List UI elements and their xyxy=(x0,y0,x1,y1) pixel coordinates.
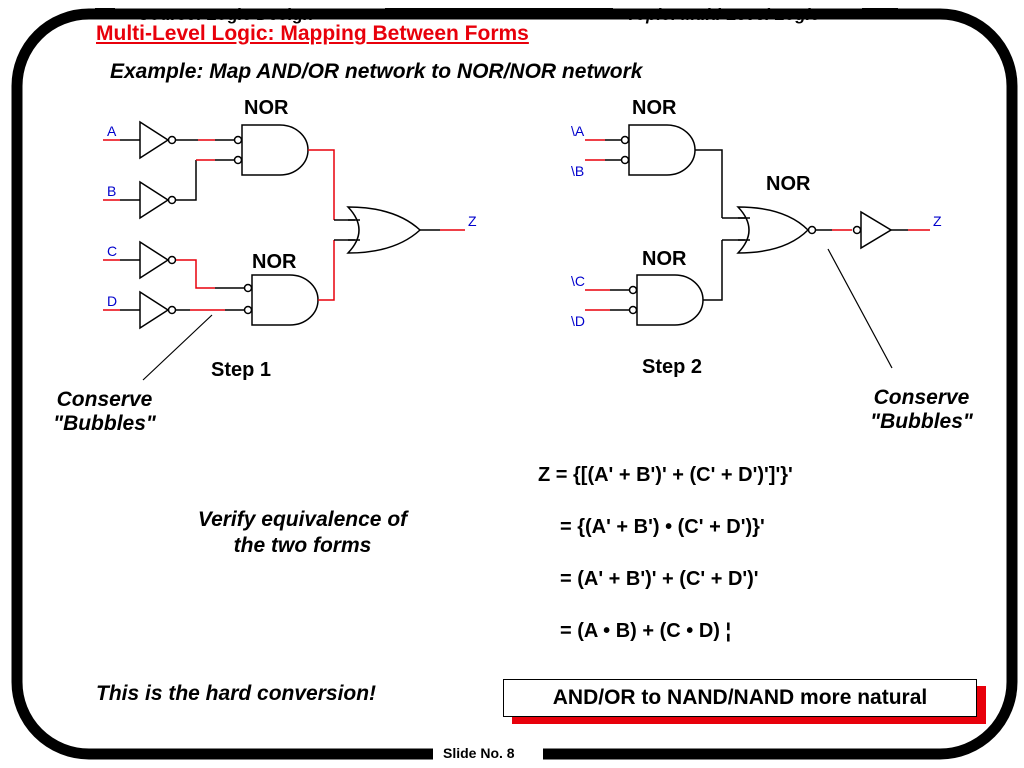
conserve-right-line1: Conserve xyxy=(873,386,970,409)
step1-input-d: D xyxy=(107,293,118,309)
step1-gate-bottom-label: NOR xyxy=(252,251,297,273)
equation-line-3: = (A' + B')' + (C' + D')' xyxy=(560,568,759,590)
step1-label: Step 1 xyxy=(211,359,272,381)
inverter-a xyxy=(103,120,177,160)
and-gate-bottom xyxy=(243,274,319,326)
pointer-line-left xyxy=(142,314,213,381)
conserve-bubbles-right: Conserve "Bubbles" xyxy=(854,386,989,434)
equation-line-1: Z = {[(A' + B')' + (C' + D')']'}' xyxy=(538,464,793,486)
and-gate-top-step2 xyxy=(620,124,696,176)
step2-gate-top-label: NOR xyxy=(632,97,677,119)
course-label: Course: Logic Design xyxy=(137,5,313,24)
step2-input-not-b: \B xyxy=(571,163,585,179)
nor-gate-step2 xyxy=(736,206,817,254)
verify-note: Verify equivalence of the two forms xyxy=(197,508,408,557)
inverter-d xyxy=(103,290,177,330)
step1-input-a: A xyxy=(107,123,117,139)
header-bar-left xyxy=(95,8,115,19)
step2-input-not-a: \A xyxy=(571,123,585,139)
slide-title: Multi-Level Logic: Mapping Between Forms xyxy=(96,22,529,45)
step2-circuit xyxy=(585,124,930,326)
slide-subtitle: Example: Map AND/OR network to NOR/NOR n… xyxy=(110,60,643,83)
nand-natural-callout: AND/OR to NAND/NAND more natural xyxy=(503,679,977,717)
step1-input-c: C xyxy=(107,243,118,259)
slide-number: Slide No. 8 xyxy=(443,745,515,761)
step1-circuit xyxy=(103,120,465,330)
inverter-b xyxy=(103,180,177,220)
footer-gap xyxy=(433,742,543,766)
hard-conversion-note: This is the hard conversion! xyxy=(96,682,377,705)
step1-gate-top-label: NOR xyxy=(244,97,289,119)
header-bar-right xyxy=(862,8,898,19)
conserve-left-line2: "Bubbles" xyxy=(53,412,156,435)
step2-gate-mid-label: NOR xyxy=(766,173,811,195)
inverter-c xyxy=(103,240,177,280)
or-gate-step1 xyxy=(346,206,422,254)
step2-gate-bottom-label: NOR xyxy=(642,248,687,270)
conserve-right-line2: "Bubbles" xyxy=(870,410,973,433)
topic-label: Topic: Multi-Level Logic xyxy=(626,5,820,24)
step2-input-not-d: \D xyxy=(571,313,585,329)
step2-input-not-c: \C xyxy=(571,273,585,289)
header-bar-middle xyxy=(385,8,613,19)
step1-input-b: B xyxy=(107,183,117,199)
step2-label: Step 2 xyxy=(642,356,703,378)
step1-output-z: Z xyxy=(468,213,477,229)
rounded-border xyxy=(11,8,1018,760)
and-gate-top xyxy=(233,124,309,176)
step2-output-z: Z xyxy=(933,213,942,229)
conserve-bubbles-left: Conserve "Bubbles" xyxy=(37,388,172,436)
pointer-line-right xyxy=(827,248,893,369)
and-gate-bottom-step2 xyxy=(628,274,704,326)
equation-line-2: = {(A' + B') • (C' + D')}' xyxy=(560,516,765,538)
output-inverter-step2 xyxy=(852,210,893,250)
equation-line-4: = (A • B) + (C • D) ¦ xyxy=(560,620,732,642)
conserve-left-line1: Conserve xyxy=(56,388,153,411)
